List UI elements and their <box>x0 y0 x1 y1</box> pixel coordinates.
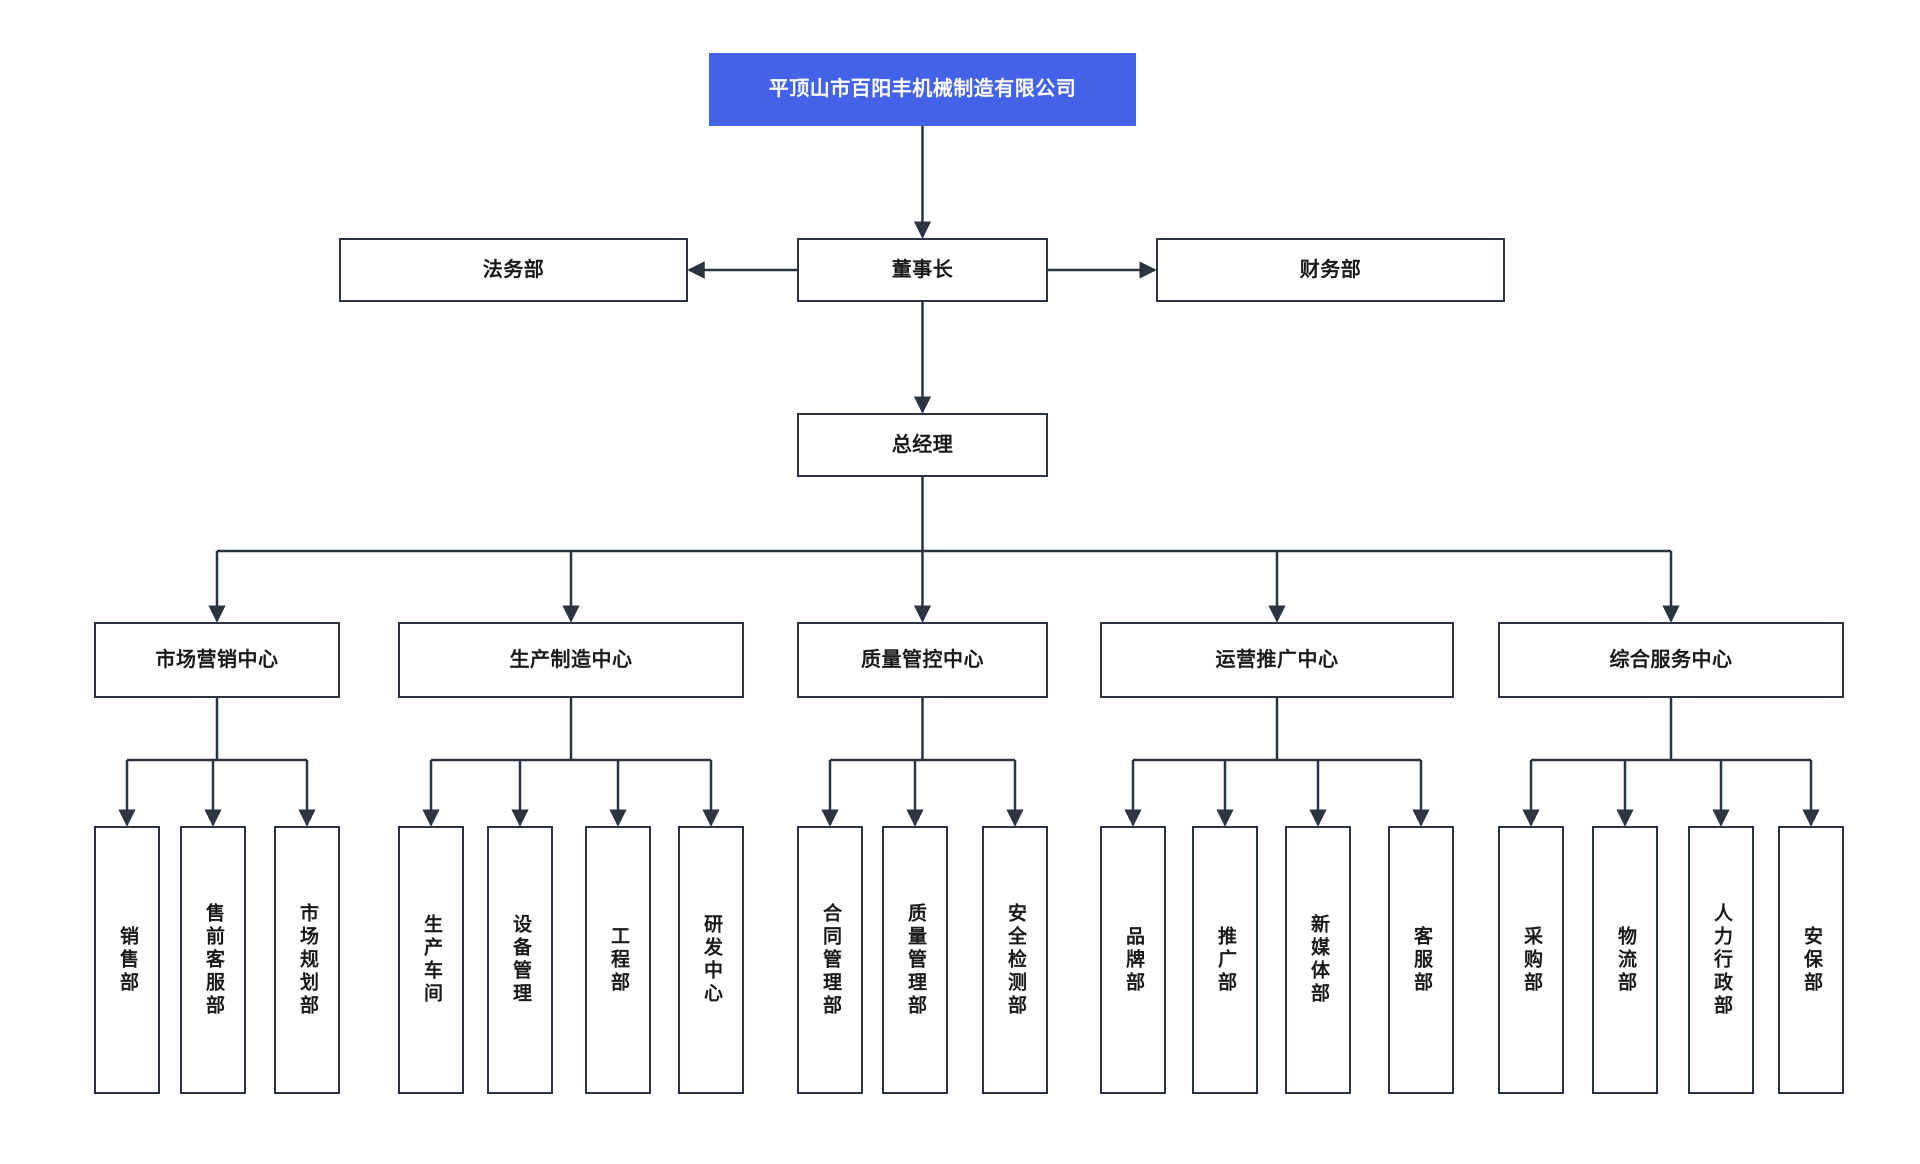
node-dept-marketing-2[interactable]: 市场规划部 <box>274 826 340 1094</box>
node-label-dept-quality-0: 合同管理部 <box>819 902 841 1018</box>
node-label-center-manufacturing: 生产制造中心 <box>509 648 633 671</box>
node-dept-operations-1[interactable]: 推广部 <box>1192 826 1258 1094</box>
node-dept-operations-3[interactable]: 客服部 <box>1388 826 1454 1094</box>
node-label-legal: 法务部 <box>482 258 545 281</box>
node-label-general-manager: 总经理 <box>891 433 954 456</box>
node-center-marketing[interactable]: 市场营销中心 <box>94 622 340 698</box>
node-label-dept-operations-0: 品牌部 <box>1122 925 1144 995</box>
node-label-center-operations: 运营推广中心 <box>1215 648 1339 671</box>
node-label-dept-services-2: 人力行政部 <box>1710 902 1732 1018</box>
node-label-center-marketing: 市场营销中心 <box>155 648 279 671</box>
node-dept-operations-0[interactable]: 品牌部 <box>1100 826 1166 1094</box>
node-label-dept-marketing-2: 市场规划部 <box>296 902 318 1018</box>
node-label-dept-manufacturing-1: 设备管理 <box>509 914 531 1006</box>
node-center-services[interactable]: 综合服务中心 <box>1498 622 1844 698</box>
node-label-company: 平顶山市百阳丰机械制造有限公司 <box>768 78 1077 100</box>
node-dept-services-2[interactable]: 人力行政部 <box>1688 826 1754 1094</box>
node-label-dept-marketing-1: 售前客服部 <box>202 902 224 1018</box>
node-dept-services-1[interactable]: 物流部 <box>1592 826 1658 1094</box>
node-label-dept-marketing-0: 销售部 <box>116 925 138 995</box>
node-label-dept-quality-1: 质量管理部 <box>904 902 926 1018</box>
node-label-dept-operations-1: 推广部 <box>1214 925 1236 995</box>
node-general-manager[interactable]: 总经理 <box>797 413 1048 477</box>
node-label-dept-operations-2: 新媒体部 <box>1307 914 1329 1006</box>
node-label-finance: 财务部 <box>1299 258 1362 281</box>
node-label-dept-services-0: 采购部 <box>1520 925 1542 995</box>
node-label-dept-services-3: 安保部 <box>1800 925 1822 995</box>
node-center-operations[interactable]: 运营推广中心 <box>1100 622 1454 698</box>
node-center-manufacturing[interactable]: 生产制造中心 <box>398 622 744 698</box>
node-dept-manufacturing-0[interactable]: 生产车间 <box>398 826 464 1094</box>
node-dept-marketing-1[interactable]: 售前客服部 <box>180 826 246 1094</box>
node-dept-services-0[interactable]: 采购部 <box>1498 826 1564 1094</box>
node-legal-department[interactable]: 法务部 <box>339 238 688 302</box>
node-label-dept-services-1: 物流部 <box>1614 925 1636 995</box>
node-company-root[interactable]: 平顶山市百阳丰机械制造有限公司 <box>709 53 1136 126</box>
node-dept-marketing-0[interactable]: 销售部 <box>94 826 160 1094</box>
node-label-chairman: 董事长 <box>891 258 954 281</box>
node-dept-manufacturing-1[interactable]: 设备管理 <box>487 826 553 1094</box>
node-label-dept-manufacturing-3: 研发中心 <box>700 914 722 1006</box>
node-label-center-quality: 质量管控中心 <box>861 648 984 671</box>
node-label-dept-operations-3: 客服部 <box>1410 925 1432 995</box>
node-label-dept-quality-2: 安全检测部 <box>1004 902 1026 1018</box>
node-dept-manufacturing-3[interactable]: 研发中心 <box>678 826 744 1094</box>
node-finance-department[interactable]: 财务部 <box>1156 238 1505 302</box>
node-dept-operations-2[interactable]: 新媒体部 <box>1285 826 1351 1094</box>
node-dept-services-3[interactable]: 安保部 <box>1778 826 1844 1094</box>
node-dept-manufacturing-2[interactable]: 工程部 <box>585 826 651 1094</box>
node-dept-quality-2[interactable]: 安全检测部 <box>982 826 1048 1094</box>
node-chairman[interactable]: 董事长 <box>797 238 1048 302</box>
node-label-dept-manufacturing-2: 工程部 <box>607 925 629 995</box>
node-label-center-services: 综合服务中心 <box>1609 648 1733 671</box>
node-center-quality[interactable]: 质量管控中心 <box>797 622 1048 698</box>
node-dept-quality-0[interactable]: 合同管理部 <box>797 826 863 1094</box>
node-dept-quality-1[interactable]: 质量管理部 <box>882 826 948 1094</box>
node-label-dept-manufacturing-0: 生产车间 <box>420 914 442 1006</box>
